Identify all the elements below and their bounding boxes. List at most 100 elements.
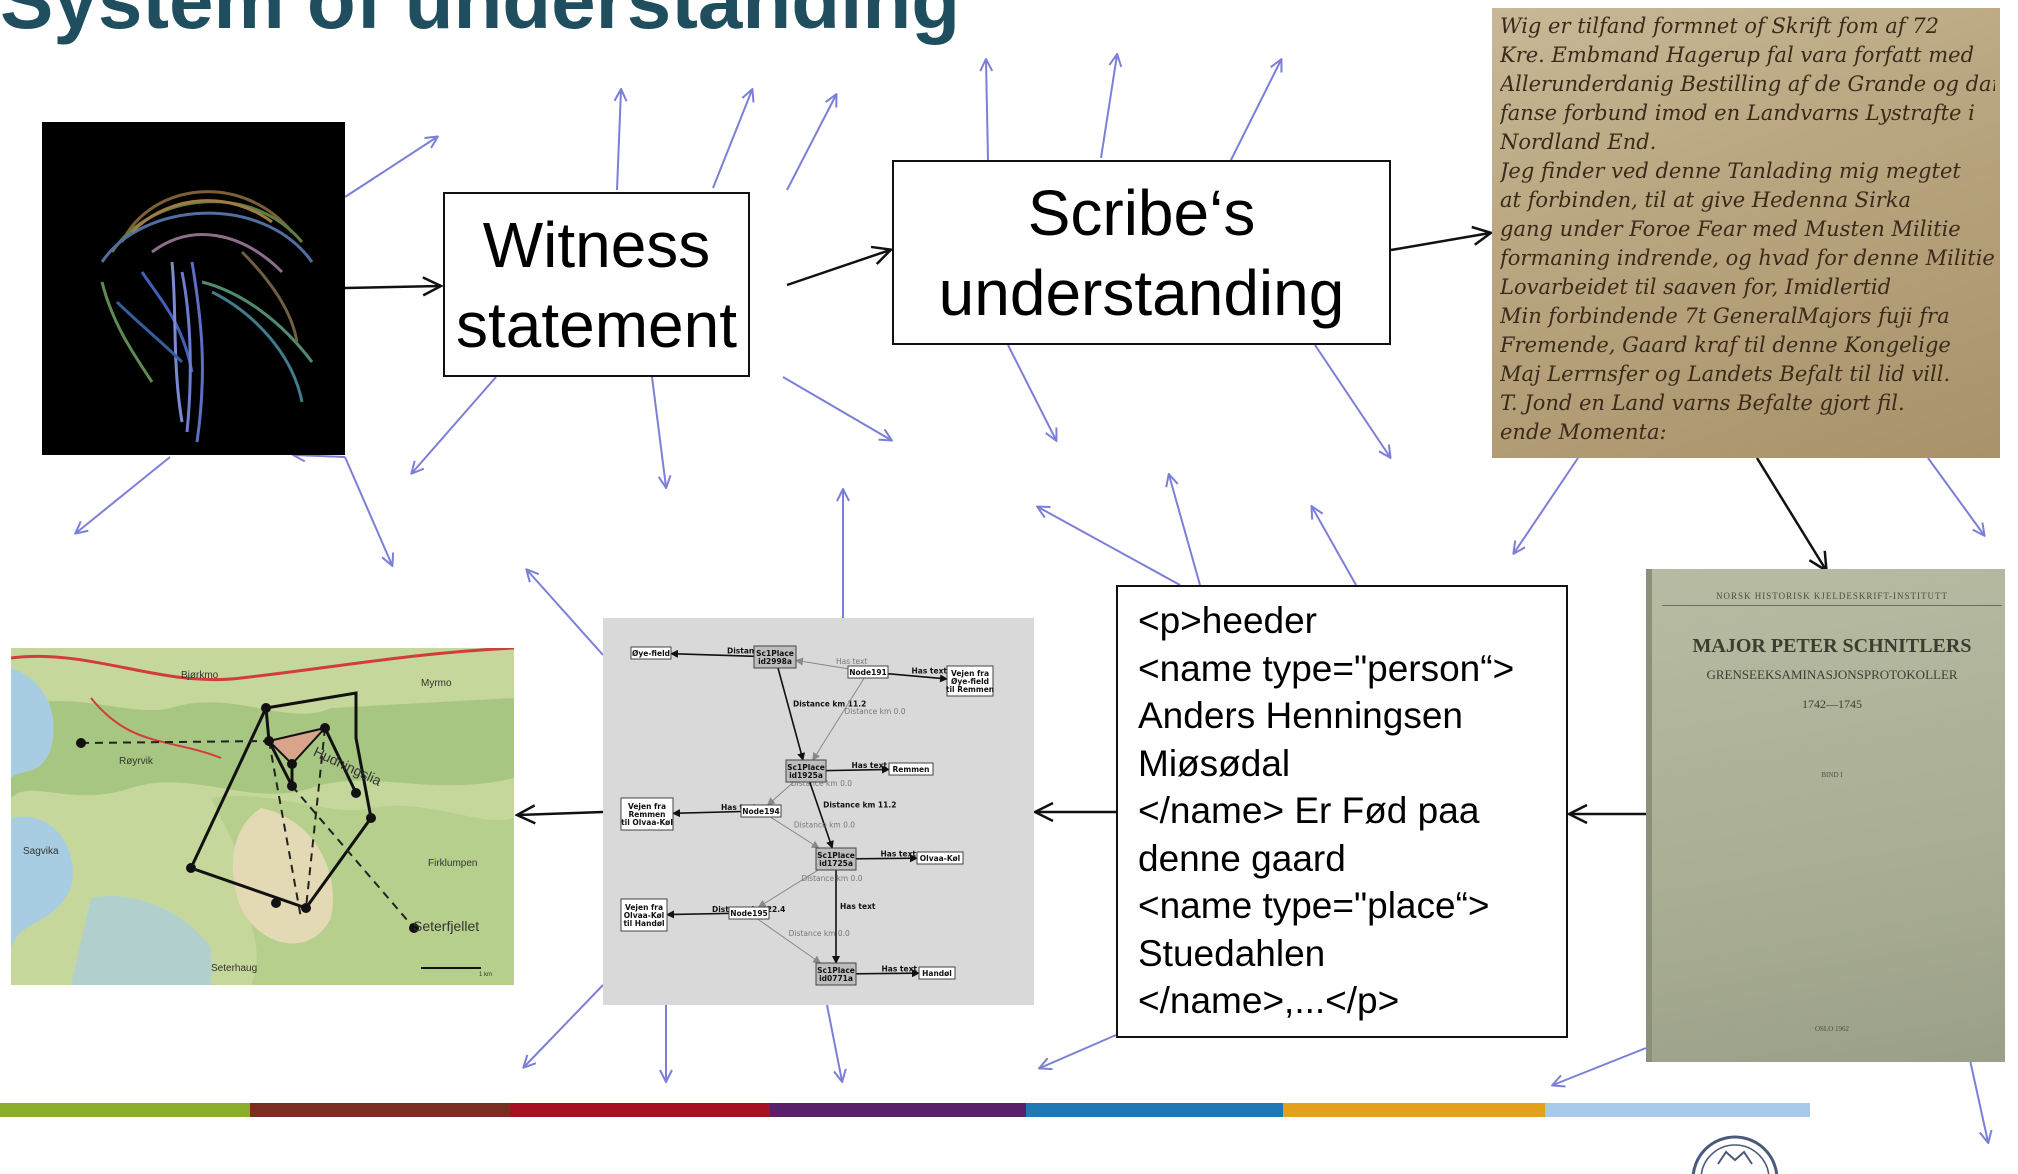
manuscript-line: at forbinden, til at give Hedenna Sirka [1500,188,1912,212]
graph-edge [812,671,869,761]
graph-node-box [946,665,994,697]
manuscript-line: Jeg finder ved denne Tanlading mig megte… [1500,159,1961,183]
book-years: 1742—1745 [1802,697,1862,711]
blue-arrow [1969,1059,1988,1142]
blue-arrow [344,137,437,198]
black-arrow [1390,233,1490,252]
blue-arrow [524,984,604,1067]
manuscript-line: Allerunderdanig Bestilling af de Grande … [1500,72,1995,96]
map-label: Røyrvik [119,756,153,767]
graph-edge-label: Has text [721,803,757,812]
blue-arrow [1040,1034,1117,1068]
footer-stripe [510,1103,770,1117]
black-arrow [786,250,890,287]
manuscript-line: Maj Lerrnsfer og Landets Befalt til lid … [1500,362,1951,386]
witness-line-2: statement [455,288,738,361]
footer-stripe [1026,1103,1283,1117]
manuscript-line: Kre. Embmand Hagerup fal vara forfatt me… [1500,43,1975,67]
xml-line: Miøsødal [1138,742,1291,784]
slide-title: System of understanding [0,0,961,45]
black-arrow [1755,457,1826,570]
graph-node-box [620,898,668,932]
manuscript-image: Wig er tilfand formnet of Skrift fom af … [1492,8,2000,458]
brain-tractography-icon [100,190,314,443]
graph-node-box [620,797,674,831]
graph-node-label: Node194 [742,807,780,816]
blue-arrow [1314,344,1390,457]
map-label: Seterhaug [211,963,258,974]
manuscript-line: Min forbindende 7t GeneralMajors fuji fr… [1500,304,1950,328]
map-scale-label: 1 km [479,972,493,978]
black-arrow [518,812,604,815]
black-arrows [344,233,1826,815]
graph-node-label: Øye-field [632,649,670,658]
book-cover-image: NORSK HISTORISK KJELDESKRIFT-INSTITUTT M… [1646,569,2005,1062]
blue-arrow [1100,55,1117,159]
graph-edge-label: Has text [882,965,918,974]
graph-node-label: Node195 [730,909,768,918]
graph-edge [774,656,806,761]
blue-arrow [76,456,171,533]
map-diagram [11,648,514,985]
scribe-line-2: understanding [938,256,1345,329]
graph-node-box [728,906,770,920]
graph-edge-label: Has text [912,666,948,675]
xml-line: Anders Henningsen [1138,695,1463,736]
graph-node-box [630,646,672,660]
graph-edge-label: Distance km 11.2 [793,700,866,709]
blue-arrow [1169,475,1201,586]
graph-node-box [785,759,827,783]
blue-arrow [412,376,497,473]
black-arrow [344,286,440,288]
map-label: Seterfjellet [413,918,480,934]
university-seal-icon [1691,1135,1779,1174]
graph-edge-label: Distance km 0.0 [844,707,905,716]
manuscript-line: Lovarbeidet til saaven for, Imidlertid [1500,275,1892,299]
witness-statement-box: Witness statement [443,192,750,377]
witness-line-1: Witness [482,208,711,281]
blue-arrow [786,95,836,191]
blue-arrow [1553,1047,1647,1085]
blue-arrow [651,376,666,487]
manuscript-line: ende Momenta: [1500,420,1667,444]
blue-arrow [1229,60,1281,163]
manuscript-text: Wig er tilfand formnet of Skrift fom af … [1500,12,1995,447]
graph-edge-label: Has text [852,761,888,770]
book-title: MAJOR PETER SCHNITLERS [1692,635,1972,657]
blue-arrow [826,1004,842,1081]
manuscript-line: formaning indrende, og hvad for denne Mi… [1500,246,1995,270]
graph-edge-label: Has text [881,850,917,859]
xml-line: denne gaard [1138,837,1346,879]
graph-edge-label: Distance km 0.0 [789,929,850,938]
blue-arrow [294,455,346,457]
graph-node-box [916,851,964,865]
blue-arrow [1007,344,1056,440]
book-publisher: OSLO 1962 [1814,1025,1850,1033]
blue-arrow [712,90,752,189]
map-label: Sagvika [23,846,59,857]
graph-edge-label: Distance km 0.0 [791,779,852,788]
xml-line: Stuedahlen [1138,932,1326,974]
book-subtitle: GRENSEEKSAMINASJONSPROTOKOLLER [1706,667,1958,682]
graph-edge-label: Has text [840,902,876,911]
graph-edge [748,912,822,964]
graph-node-box [815,962,857,986]
xml-line: <name type="place“> [1138,885,1490,926]
blue-arrow [1038,507,1181,586]
graph-node-box [918,966,956,980]
graph-edge [805,770,834,849]
blue-arrow [617,90,621,191]
graph-node-box [888,762,934,776]
xml-line: </name>,...</p> [1138,980,1400,1021]
footer-stripe [250,1103,510,1117]
xml-line: <name type="person“> [1138,647,1515,689]
graph-node-box [753,645,797,669]
graph-edge-label: Distance km 0.0 [794,821,855,830]
